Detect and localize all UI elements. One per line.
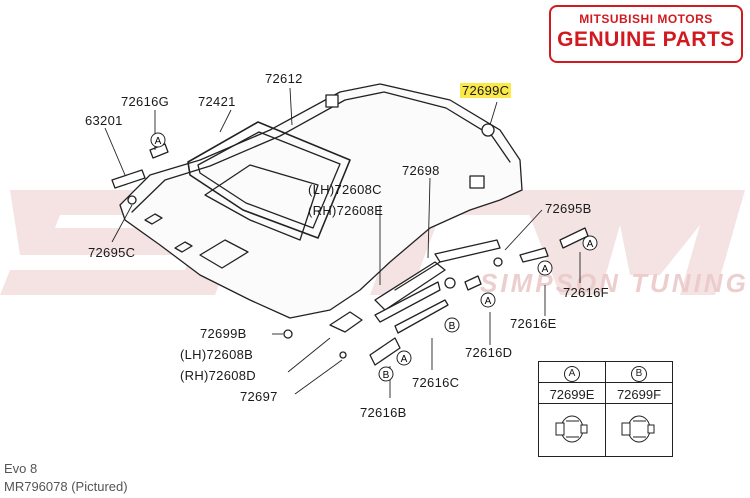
part-label-72616b: 72616B — [360, 405, 407, 420]
pictured-part-number: MR796078 (Pictured) — [4, 479, 128, 494]
callout-circles: A A A A B A B — [150, 132, 598, 382]
part-label-72695b: 72695B — [545, 201, 592, 216]
part-label-72698: 72698 — [402, 163, 440, 178]
callout-a-2: A — [587, 239, 594, 250]
part-label-63201: 63201 — [85, 113, 123, 128]
side-trim-72698 — [374, 261, 446, 311]
headliner-panel — [119, 83, 523, 319]
part-label-72608e: (RH)72608E — [308, 203, 384, 218]
part-label-72616f: 72616F — [563, 285, 609, 300]
legend-divider — [605, 362, 606, 456]
legend-part-row — [539, 383, 672, 404]
callout-b-1: B — [449, 321, 456, 332]
part-label-72699b: 72699B — [200, 326, 247, 341]
part-label-72608c: (LH)72608C — [308, 182, 382, 197]
legend-key-a: A — [564, 366, 580, 382]
callout-a-1: A — [155, 136, 162, 147]
clip-e-icon — [555, 415, 588, 443]
part-label-72608b: (LH)72608B — [180, 347, 254, 362]
vehicle-model: Evo 8 — [4, 461, 38, 476]
part-label-72616g: 72616G — [121, 94, 170, 109]
genuine-parts-badge: MITSUBISHI MOTORS GENUINE PARTS — [549, 5, 743, 63]
part-label-72695c: 72695C — [88, 245, 136, 260]
callout-b-2: B — [383, 370, 390, 381]
legend-key-b: B — [631, 366, 647, 382]
part-label-72697: 72697 — [240, 389, 278, 404]
part-label-72421: 72421 — [198, 94, 236, 109]
part-label-72616e: 72616E — [510, 316, 557, 331]
part-label-72699c: 72699C — [460, 83, 512, 98]
part-label-72616d: 72616D — [465, 345, 513, 360]
legend-part-b: 72699F — [616, 387, 662, 402]
legend-header-row — [539, 362, 672, 383]
callout-a-4: A — [485, 296, 492, 307]
part-label-72612: 72612 — [265, 71, 303, 86]
legend-clip-drawings — [555, 415, 655, 443]
callout-a-5: A — [401, 354, 408, 365]
legend-part-a: 72699E — [549, 387, 595, 402]
callout-a-3: A — [542, 264, 549, 275]
clip-f-icon — [621, 415, 655, 443]
clip-legend-table: A B 72699E 72699F — [538, 361, 673, 457]
brand-line-2: GENUINE PARTS — [557, 28, 735, 51]
part-label-72616c: 72616C — [412, 375, 460, 390]
watermark-subtext: SIMPSON TUNING INC. — [480, 268, 750, 298]
brand-line-1: MITSUBISHI MOTORS — [579, 12, 713, 26]
sunroof-frame — [187, 121, 351, 239]
part-label-72608d: (RH)72608D — [180, 368, 256, 383]
